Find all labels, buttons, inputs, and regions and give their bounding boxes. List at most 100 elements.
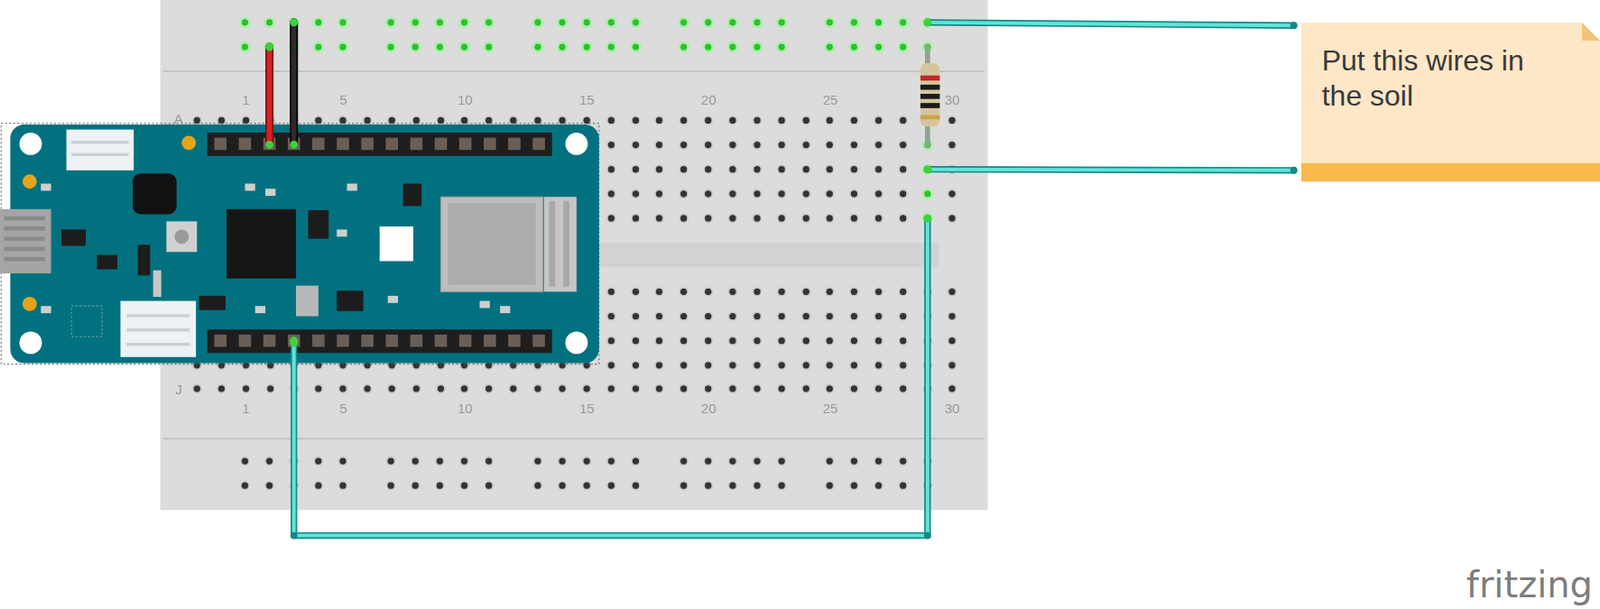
arduino-board-part [126, 314, 190, 317]
breadboard-hole-part [606, 384, 616, 394]
breadboard-hole-part [778, 18, 786, 26]
breadboard-hole [947, 189, 957, 199]
breadboard-hole-part [849, 213, 859, 223]
arduino-board-part [120, 301, 196, 358]
breadboard-hole [216, 384, 226, 394]
breadboard-hole-part [704, 288, 712, 296]
breadboard-hole [849, 115, 859, 125]
breadboard-hole-part [753, 18, 760, 26]
breadboard-hole-part [608, 43, 615, 50]
breadboard-hole-part [778, 361, 786, 369]
breadboard-hole-part [314, 117, 322, 124]
header-pin [214, 138, 228, 151]
breadboard-hole [703, 335, 713, 345]
breadboard-hole-part [728, 335, 738, 345]
probe-wires-part [294, 218, 928, 537]
breadboard-hole [849, 480, 859, 491]
breadboard-hole [728, 335, 738, 345]
breadboard-hole-part [532, 41, 544, 53]
breadboard-hole [630, 286, 640, 296]
breadboard-hole-part [753, 482, 760, 490]
probe-wires-part [289, 338, 298, 347]
breadboard-hole-part [632, 385, 639, 392]
breadboard-hole-part [803, 117, 810, 124]
breadboard-hole-part [459, 384, 469, 394]
breadboard-hole-part [630, 360, 640, 370]
breadboard-hole-part [704, 385, 712, 392]
breadboard-hole-part [267, 385, 274, 392]
breadboard-hole [872, 41, 884, 53]
breadboard-hole [947, 139, 957, 149]
arduino-board-part [71, 140, 129, 144]
breadboard-hole [849, 335, 859, 345]
breadboard-hole [410, 456, 420, 466]
breadboard-hole [922, 17, 934, 28]
breadboard-hole [897, 335, 907, 345]
breadboard-hole-part [753, 337, 760, 344]
breadboard-hole-part [678, 384, 688, 394]
breadboard-hole-part [948, 313, 955, 320]
breadboard-hole-part [824, 384, 834, 394]
breadboard-hole-part [583, 457, 591, 464]
breadboard-hole-part [899, 288, 907, 296]
breadboard-hole-part [729, 117, 736, 124]
breadboard-hole-part [656, 141, 663, 148]
breadboard-hole [703, 139, 713, 149]
breadboard-hole [824, 384, 834, 394]
breadboard-hole-part [654, 360, 664, 370]
breadboard-hole-part [654, 189, 664, 199]
breadboard-hole [824, 480, 834, 491]
arduino-board-part [308, 210, 330, 240]
breadboard-hole-part [630, 335, 640, 345]
breadboard-hole-part [680, 141, 687, 148]
breadboard-hole-part [314, 43, 322, 50]
breadboard-hole-part [339, 18, 346, 26]
breadboard-hole-part [656, 288, 663, 296]
power-wires-part [289, 22, 298, 146]
breadboard-hole [728, 311, 738, 321]
breadboard-hole-part [482, 41, 494, 53]
breadboard-hole-part [509, 117, 517, 124]
breadboard-hole-part [485, 482, 492, 490]
probe-wires-part [1290, 21, 1298, 29]
breadboard-hole-part [899, 190, 907, 197]
breadboard-hole [823, 17, 835, 28]
arduino-board-part [544, 196, 577, 292]
breadboard-hole-part [826, 288, 833, 296]
breadboard-hole [776, 139, 787, 149]
column-number: 20 [701, 400, 717, 417]
breadboard-hole-part [241, 18, 249, 26]
breadboard-hole-part [509, 385, 517, 392]
header-pin [483, 138, 497, 151]
breadboard-hole-part [630, 480, 640, 491]
breadboard-hole-part [582, 480, 592, 491]
probe-wires-part [923, 18, 932, 27]
breadboard-hole [409, 41, 421, 53]
breadboard-hole-part [704, 190, 712, 197]
breadboard-hole-part [899, 166, 907, 173]
breadboard-hole-part [436, 43, 444, 50]
column-number: 1 [241, 400, 250, 417]
header-pin [508, 334, 521, 348]
breadboard-hole [728, 480, 738, 491]
breadboard-hole [873, 480, 883, 491]
breadboard-hole [824, 213, 834, 223]
probe-wires-part [927, 22, 1295, 26]
breadboard-hole-part [630, 189, 640, 199]
breadboard-hole-part [826, 190, 833, 197]
breadboard-hole-part [630, 164, 640, 174]
breadboard-hole [314, 480, 324, 491]
header-pin [239, 334, 252, 348]
breadboard-hole-part [702, 41, 714, 53]
header-pin [385, 138, 398, 151]
breadboard-hole [678, 335, 688, 345]
breadboard-hole-part [704, 141, 712, 148]
breadboard-hole [435, 384, 445, 394]
breadboard-hole-part [558, 482, 565, 490]
breadboard-hole [776, 189, 787, 199]
breadboard-hole-part [801, 360, 811, 370]
arduino-board [0, 123, 600, 365]
breadboard-hole-part [241, 457, 249, 464]
breadboard-hole-part [629, 41, 641, 53]
breadboard-hole-part [751, 17, 763, 28]
